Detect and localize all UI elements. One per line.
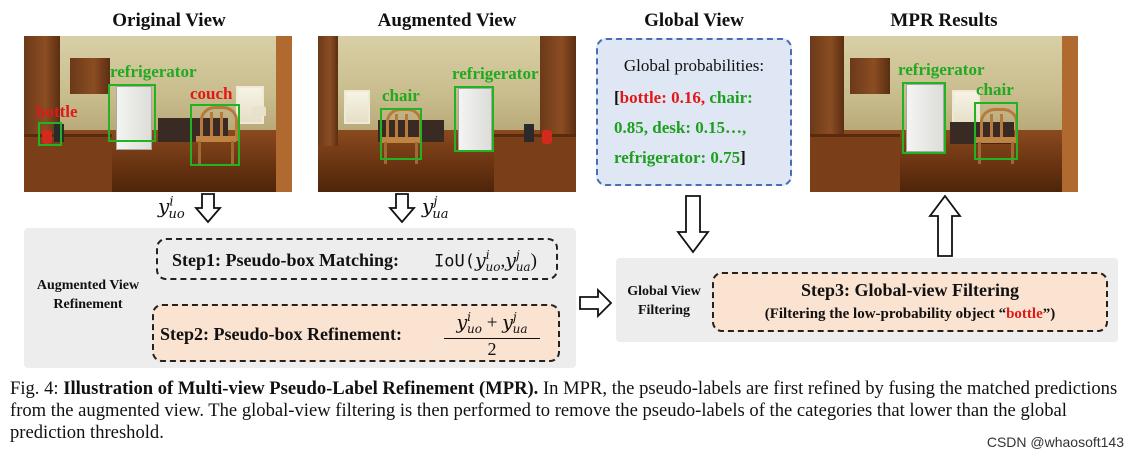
down-arrow-original xyxy=(194,193,222,224)
chair-prob-label: chair: xyxy=(705,88,753,107)
y-ua-label: yjua xyxy=(422,194,449,222)
bracket-close: ] xyxy=(740,148,746,167)
chair-label: chair xyxy=(976,80,1014,99)
global-prob-line-1: [bottle: 0.16, chair: xyxy=(614,88,753,108)
figure-caption: Fig. 4: Illustration of Multi-view Pseud… xyxy=(10,378,1118,443)
down-arrow-augmented xyxy=(388,193,416,224)
global-view-box: Global probabilities: [bottle: 0.16, cha… xyxy=(596,38,792,186)
mpr-results-image: refrigerator chair xyxy=(810,36,1078,192)
step1-formula: IoU(yiuo,yjua) xyxy=(434,248,537,275)
chair-bbox xyxy=(974,102,1018,160)
augmented-view-image: chair refrigerator xyxy=(318,36,576,192)
refrigerator-bbox xyxy=(108,84,156,142)
bottle-prob: bottle: 0.16, xyxy=(619,88,706,107)
step2-box: Step2: Pseudo-box Refinement: yiuo + yju… xyxy=(152,304,560,362)
step1-label: Step1: Pseudo-box Matching: xyxy=(172,250,400,270)
bracket-open: [ xyxy=(614,88,620,107)
global-prob-line-2: 0.85, desk: 0.15…, xyxy=(614,118,747,137)
step2-label: Step2: Pseudo-box Refinement: xyxy=(160,324,402,344)
original-view-image: refrigerator couch bottle xyxy=(24,36,292,192)
refrigerator-label: refrigerator xyxy=(452,64,539,83)
global-prob-line-3: refrigerator: 0.75] xyxy=(614,148,746,168)
global-view-title: Global View xyxy=(644,10,744,31)
couch-label: couch xyxy=(190,84,233,103)
step3-box: Step3: Global-view Filtering (Filtering … xyxy=(712,272,1108,332)
refrigerator-bbox xyxy=(902,82,946,154)
augmented-view-title: Augmented View xyxy=(377,10,517,31)
y-uo-label: yiuo xyxy=(158,194,185,222)
step3-description: (Filtering the low-probability object “b… xyxy=(764,306,1056,322)
mpr-results-title: MPR Results xyxy=(890,10,998,31)
global-probabilities-heading: Global probabilities: xyxy=(623,56,765,75)
couch-bbox xyxy=(190,104,240,166)
watermark: CSDN @whaosoft143 xyxy=(986,434,1124,450)
original-view-title: Original View xyxy=(112,10,226,31)
step2-formula: yiuo + yjua 2 xyxy=(444,310,540,359)
chair-bbox xyxy=(380,108,422,160)
right-arrow-filter xyxy=(579,287,613,319)
refrigerator-bbox xyxy=(454,86,494,152)
refrigerator-label: refrigerator xyxy=(110,62,197,81)
down-arrow-global xyxy=(676,195,710,254)
refrigerator-label: refrigerator xyxy=(898,60,985,79)
chair-label: chair xyxy=(382,86,420,105)
up-arrow-mpr xyxy=(928,194,962,257)
bottle-bbox xyxy=(38,122,62,146)
augmented-view-refinement-label: Augmented View Refinement xyxy=(36,278,140,312)
global-view-filtering-label: Global View Filtering xyxy=(627,284,701,318)
refrigerator-prob: refrigerator: 0.75 xyxy=(614,148,741,167)
step1-box: Step1: Pseudo-box Matching: IoU(yiuo,yju… xyxy=(156,238,558,280)
step3-title: Step3: Global-view Filtering xyxy=(801,280,1019,300)
bottle-label: bottle xyxy=(36,102,78,121)
